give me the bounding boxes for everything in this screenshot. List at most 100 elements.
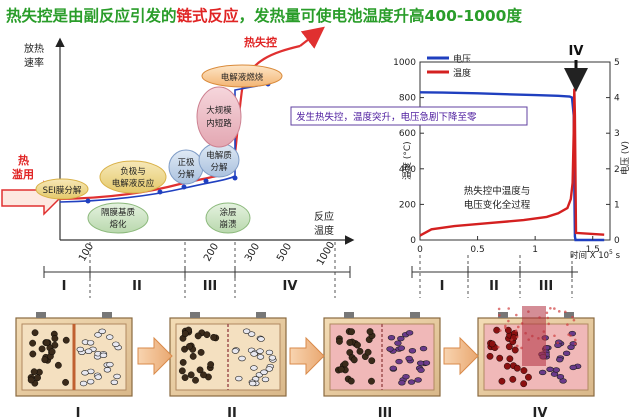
cathode-particle — [397, 335, 405, 342]
y-left-tick-label: 400 — [399, 165, 416, 175]
y-right-tick-label: 3 — [614, 129, 620, 139]
anode-particle — [196, 366, 204, 374]
left-x-label-line2: 温度 — [314, 224, 334, 237]
title-part2: 链式反应 — [177, 6, 240, 25]
cathode-particle — [405, 330, 414, 336]
ejecta-particle — [563, 310, 567, 314]
cathode-particle — [389, 365, 397, 371]
cell-terminal — [256, 312, 266, 318]
cell-terminal — [498, 312, 508, 318]
anode-particle — [348, 328, 356, 336]
panel-label-I: I — [76, 406, 81, 419]
ejecta-particle — [566, 323, 569, 326]
cathode-particle — [417, 367, 425, 373]
battery-panel-IV — [477, 306, 595, 397]
anode-particle — [350, 356, 358, 364]
anode-particle — [368, 357, 376, 365]
ejecta-particle — [504, 324, 507, 328]
x-label-unit: s — [613, 251, 621, 261]
anode-particle — [486, 352, 494, 360]
anode-particle — [203, 331, 211, 339]
cathode-particle — [265, 349, 274, 356]
bubble-separator-text-2: 熔化 — [109, 219, 127, 230]
series-line-temperature — [419, 88, 605, 237]
right-stage-III: III — [539, 279, 554, 294]
ejecta-particle — [504, 326, 507, 330]
bubble-electrolyte: 电解质 分解 — [198, 142, 240, 178]
x-label-sup: 5 — [609, 249, 613, 256]
rupture-plume — [522, 306, 546, 366]
anode-particle — [181, 330, 189, 338]
anode-particle — [31, 329, 39, 337]
ejecta-particle — [497, 307, 501, 311]
battery-panel-I — [15, 312, 133, 397]
anode-particle — [488, 340, 496, 348]
cathode-particle — [84, 348, 93, 354]
battery-panel-III — [323, 312, 441, 397]
anode-particle — [29, 350, 37, 358]
cathode-particle — [416, 360, 425, 366]
anode-particle — [520, 380, 528, 388]
cathode-particle — [562, 350, 571, 357]
legend-voltage: 电压 — [453, 53, 471, 65]
cathode-particle — [113, 373, 121, 380]
page-title: 热失控是由副反应引发的链式反应，发热量可使电池温度升高400-1000度 — [6, 6, 522, 25]
cell-terminal — [102, 312, 112, 318]
anode-particle — [194, 332, 202, 340]
cathode-particle — [552, 367, 560, 373]
cathode-particle — [94, 374, 102, 380]
cathode-particle — [407, 379, 416, 385]
anode-particle — [346, 339, 354, 346]
bubble-combustion: 电解液燃烧 — [201, 64, 283, 88]
process-arrow — [443, 336, 479, 376]
ejecta-particle — [567, 333, 570, 336]
ejecta-particle — [573, 338, 577, 342]
cathode-particle — [79, 380, 88, 387]
ejecta-particle — [556, 341, 560, 345]
cathode-particle — [103, 367, 112, 373]
anode-particle — [210, 333, 218, 341]
cathode-particle — [250, 351, 258, 357]
anode-particle — [54, 361, 62, 369]
y-left-tick-label: 600 — [399, 129, 416, 139]
anode-particle — [48, 348, 56, 356]
battery-panel-II — [169, 312, 287, 397]
anode-particle — [41, 356, 49, 364]
bubble-separator: 隔膜基质 熔化 — [87, 202, 149, 234]
y-right-tick-label: 2 — [614, 165, 620, 175]
cathode-particle — [98, 328, 106, 335]
bubble-electrolyte-text-2: 分解 — [210, 162, 228, 173]
cathode-particle — [405, 355, 413, 362]
anode-particle — [356, 347, 364, 355]
bubble-coating-text-1: 涂层 — [219, 207, 236, 218]
anode-particle — [505, 343, 513, 351]
anode-particle — [513, 364, 521, 372]
anode-particle — [29, 339, 37, 347]
panel-label-IV: IV — [533, 406, 548, 419]
chart-marks — [419, 88, 605, 242]
cathode-particle — [231, 348, 240, 354]
bubble-sei: SEI膜分解 — [35, 178, 89, 200]
cathode-particle — [76, 346, 84, 353]
anode-particle — [506, 355, 514, 363]
cathode-particle — [387, 334, 396, 341]
cathode-particle — [257, 336, 265, 342]
cathode-particle — [402, 373, 410, 380]
anode-particle — [504, 326, 512, 334]
ejecta-particle — [549, 307, 552, 310]
cathode-particle — [238, 355, 246, 362]
y-right-tick-label: 1 — [614, 200, 620, 210]
x-tick-100: 100 — [77, 241, 96, 263]
cathode-particle — [261, 376, 270, 383]
cathode-particle — [556, 356, 564, 363]
anode-particle — [38, 345, 46, 353]
cathode-particle — [248, 380, 257, 387]
cathode-particle — [106, 361, 114, 368]
cathode-particle — [247, 331, 256, 337]
cathode-particle — [398, 380, 406, 386]
bottom-panels: I II III IV — [15, 306, 595, 419]
ejecta-particle — [546, 316, 550, 320]
x-tick-label: 1.5 — [586, 245, 600, 255]
ejecta-particle — [499, 329, 502, 332]
ejecta-particle — [553, 334, 556, 338]
